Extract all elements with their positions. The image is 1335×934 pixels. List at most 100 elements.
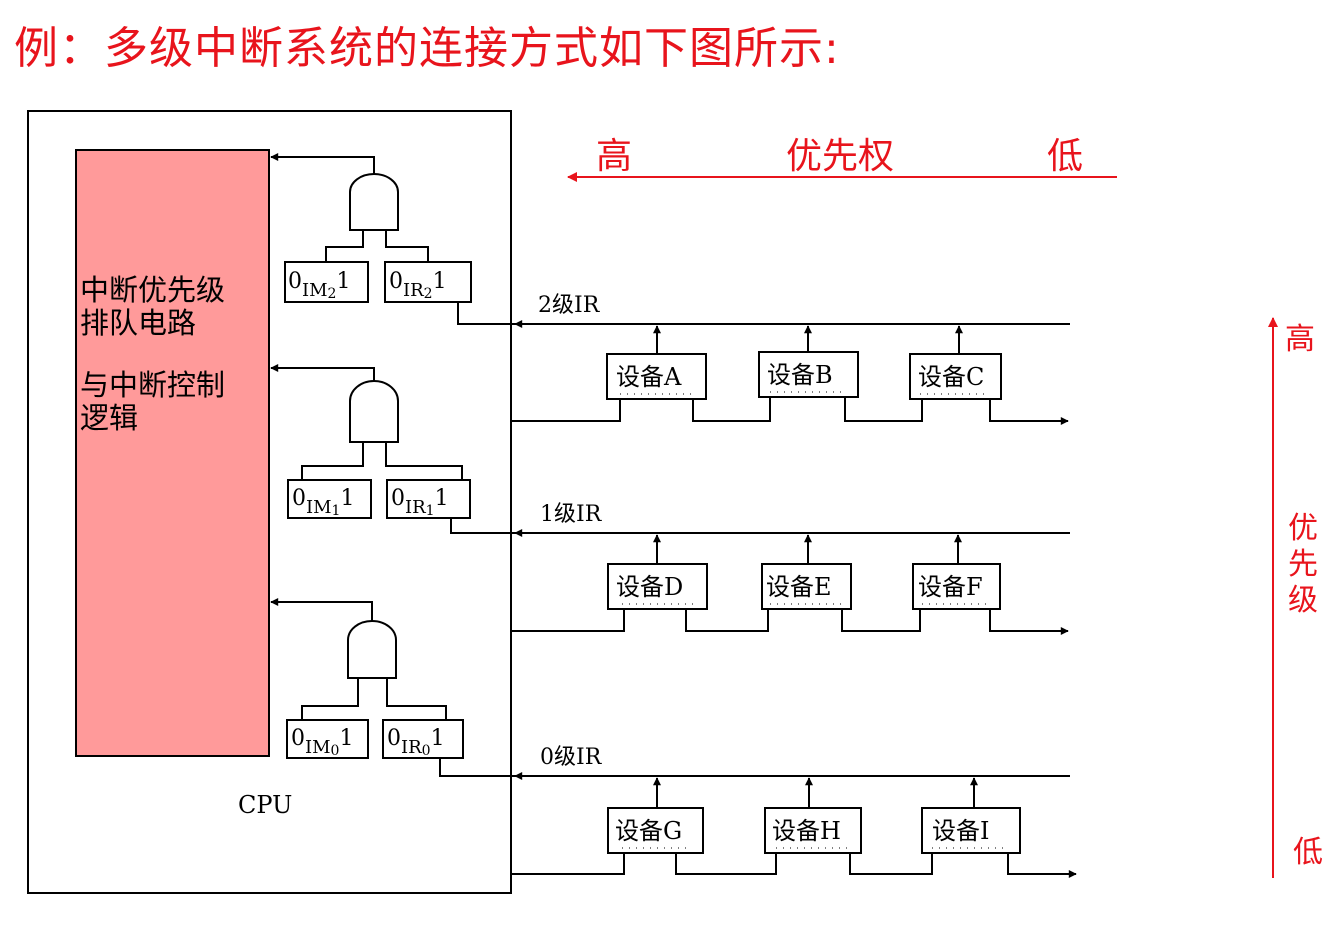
daisy-chain-wire: [511, 853, 625, 875]
mask-wire: [301, 678, 359, 720]
im-register-box: [287, 479, 372, 519]
bus-label: 2级IR: [538, 293, 601, 318]
priority-top-low: 低: [1047, 136, 1083, 177]
bus-label: 0级IR: [540, 745, 603, 770]
priority-side-high: 高: [1285, 322, 1315, 357]
daisy-chain-wire: [511, 609, 625, 632]
device-box: [606, 353, 707, 400]
ir-bus-wire: [439, 758, 1070, 777]
bit-zero: 0: [292, 486, 306, 511]
device-box: [607, 563, 708, 610]
priority-top-middle: 优先权: [786, 136, 894, 177]
bit-zero: 0: [389, 269, 403, 294]
im-register-label: 0IM21: [288, 269, 350, 302]
daisy-chain-wire: [989, 609, 1069, 635]
daisy-chain-wire: [849, 853, 933, 875]
device-box: [921, 807, 1021, 854]
im-register-box: [284, 261, 369, 303]
daisy-chain-wire: [675, 853, 777, 875]
ir-bus-wire: [450, 518, 1070, 534]
ir-register-label: 0IR11: [391, 486, 449, 519]
register-name: IR: [405, 497, 426, 518]
ir-register-label: 0IR01: [387, 726, 445, 759]
device-label: 设备I: [932, 817, 989, 845]
priority-side-middle-1: 优: [1288, 511, 1318, 546]
gate-output-wire: [270, 598, 373, 621]
mask-wire: [301, 442, 364, 480]
daisy-chain-wire: [841, 609, 921, 632]
bit-one: 1: [431, 726, 445, 751]
register-name: IR: [401, 737, 422, 758]
daisy-chain-wire: [1007, 853, 1077, 878]
request-wire: [386, 678, 447, 720]
bit-one: 1: [435, 486, 449, 511]
priority-queue-block: [75, 149, 270, 757]
bit-one: 1: [433, 269, 447, 294]
register-name: IR: [403, 280, 424, 301]
register-name: IM: [306, 497, 332, 518]
device-label: 设备A: [616, 363, 682, 391]
device-box: [912, 563, 1001, 610]
bit-one: 1: [339, 726, 353, 751]
level-1-group: 0IM11 0IR11 1级IR 设备D 设备E 设备F: [270, 364, 1070, 635]
register-subscript: 0: [331, 743, 340, 759]
request-wire: [385, 230, 429, 262]
page-title: 例：多级中断系统的连接方式如下图所示:: [14, 23, 840, 74]
and-gate: [349, 173, 399, 231]
daisy-chain-wire: [692, 397, 771, 422]
daisy-chain-wire: [989, 399, 1069, 425]
mask-wire: [325, 230, 364, 262]
ir-register-box: [382, 719, 464, 759]
register-name: IM: [305, 737, 331, 758]
register-subscript: 1: [332, 503, 341, 519]
device-label: 设备G: [615, 817, 682, 845]
level-0-group: 0IM01 0IR01 0级IR 设备G 设备H 设备I: [270, 598, 1077, 878]
ir-register-label: 0IR21: [389, 269, 447, 302]
device-label: 设备E: [766, 573, 832, 601]
device-box: [758, 351, 859, 398]
and-gate: [347, 620, 397, 679]
bit-zero: 0: [288, 269, 302, 294]
device-box: [909, 353, 1002, 400]
register-subscript: 0: [422, 743, 431, 759]
bit-zero: 0: [387, 726, 401, 751]
device-label: 设备B: [767, 361, 833, 389]
device-label: 设备F: [918, 573, 983, 601]
daisy-chain-wire: [685, 609, 769, 632]
bit-zero: 0: [391, 486, 405, 511]
device-box: [761, 563, 852, 610]
cpu-label: CPU: [238, 791, 292, 819]
gate-output-wire: [270, 153, 375, 174]
device-box: [764, 807, 862, 854]
and-gate: [349, 380, 399, 443]
register-subscript: 2: [424, 286, 433, 302]
cpu-box: [27, 110, 512, 894]
device-label: 设备H: [772, 817, 841, 845]
im-register-label: 0IM01: [291, 726, 353, 759]
im-register-label: 0IM11: [292, 486, 354, 519]
priority-side-low: 低: [1293, 835, 1323, 870]
daisy-chain-wire: [844, 397, 923, 422]
bit-one: 1: [336, 269, 350, 294]
queue-text-line-1: 中断优先级: [80, 273, 225, 307]
ir-register-box: [384, 261, 472, 303]
bit-one: 1: [340, 486, 354, 511]
ir-bus-wire: [457, 302, 1070, 325]
device-label: 设备C: [918, 363, 984, 391]
register-name: IM: [302, 280, 328, 301]
priority-side-middle-3: 级: [1288, 583, 1318, 618]
gate-output-wire: [270, 364, 375, 381]
bus-label: 1级IR: [540, 502, 603, 527]
ir-register-box: [386, 479, 471, 519]
device-label: 设备D: [616, 573, 683, 601]
queue-text-line-4: 逻辑: [80, 401, 138, 435]
bit-zero: 0: [291, 726, 305, 751]
level-2-group: 0IM21 0IR21 2级IR 设备A 设备B 设备C: [270, 153, 1070, 425]
daisy-chain-wire: [511, 399, 621, 422]
register-subscript: 1: [426, 503, 435, 519]
im-register-box: [286, 719, 369, 759]
priority-top-high: 高: [596, 136, 632, 177]
queue-text-line-3: 与中断控制: [80, 368, 225, 402]
queue-text-line-2: 排队电路: [80, 306, 196, 340]
